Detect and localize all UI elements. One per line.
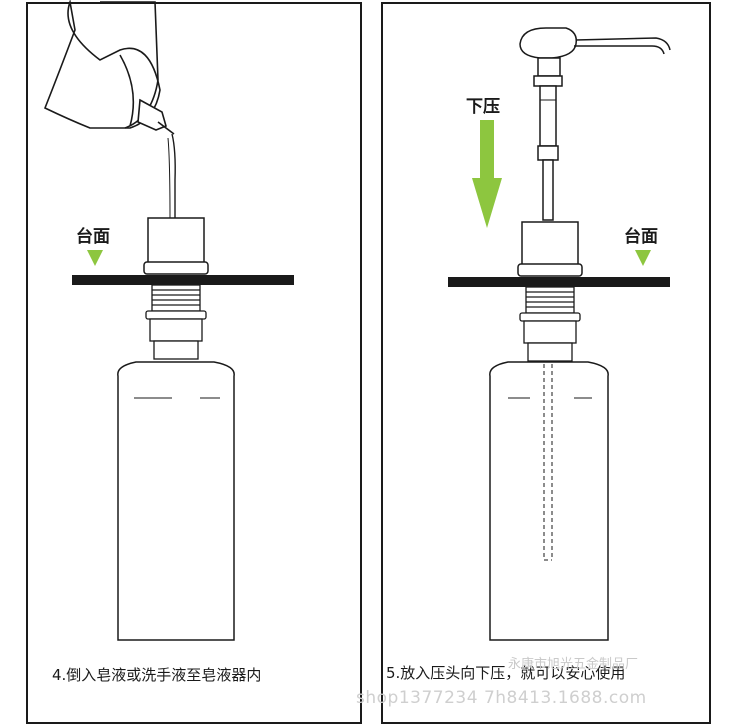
dip-tube (543, 364, 553, 561)
dispenser-collar-left (143, 217, 209, 275)
liquid-stream (171, 133, 176, 220)
threaded-shank-left (145, 284, 207, 360)
arrow-down-icon-press (472, 120, 502, 228)
arrow-down-icon-right (635, 250, 651, 266)
soap-bottle-right (489, 361, 609, 641)
step-5-caption: 5.放入压头向下压，就可以安心使用 (386, 664, 626, 682)
counter-label-left: 台面 (76, 227, 110, 247)
shop-url-watermark: shop1377234 7h8413.1688.com (356, 688, 647, 708)
threaded-shank-right (519, 286, 581, 362)
countertop-left (72, 275, 294, 285)
dispenser-collar-right (517, 221, 583, 277)
step-4-caption: 4.倒入皂液或洗手液至皂液器内 (52, 666, 262, 684)
company-watermark: 永康市旭光五金制品厂 (508, 657, 639, 672)
countertop-right (448, 277, 670, 287)
pump-head (519, 27, 671, 221)
pouring-bottle-illustration (43, 0, 175, 135)
arrow-down-icon-left (87, 250, 103, 266)
counter-label-right: 台面 (624, 227, 658, 247)
press-label: 下压 (466, 97, 500, 117)
soap-bottle-left (117, 361, 235, 641)
